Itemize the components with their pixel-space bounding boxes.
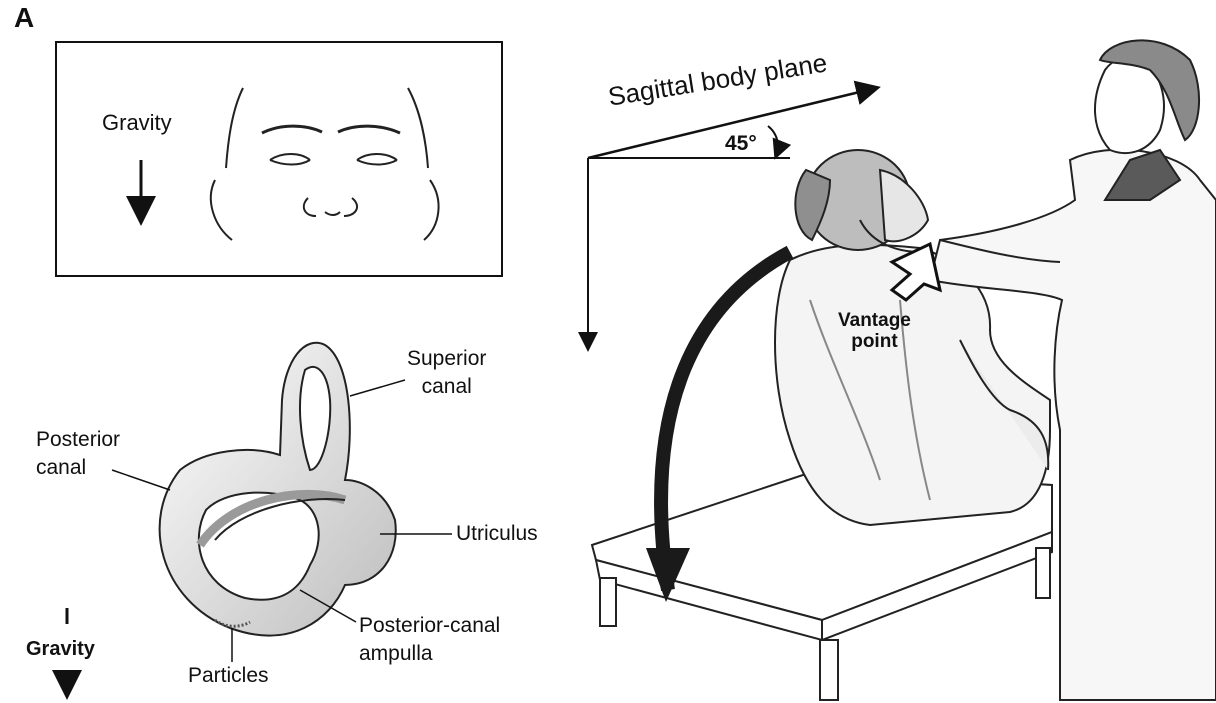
inner-ear — [160, 343, 396, 636]
gravity-label-bottom: Gravity — [26, 638, 95, 661]
posterior-canal-label: Posterior canal — [36, 426, 120, 482]
ampulla-label: Posterior-canal ampulla — [359, 612, 500, 668]
superior-canal-label: Superior canal — [407, 345, 486, 401]
panel-label: A — [14, 2, 34, 34]
face-inset-frame — [56, 42, 502, 276]
angle-label: 45° — [725, 132, 757, 156]
particles-label: Particles — [188, 664, 269, 688]
vantage-point-label: Vantage point — [838, 310, 911, 352]
angle-arc — [768, 126, 778, 156]
vantage-label-line1: Vantage — [838, 310, 911, 331]
superior-canal-line1: Superior — [407, 345, 486, 373]
ampulla-line1: Posterior-canal — [359, 612, 500, 640]
patient-figure — [775, 150, 1050, 525]
posterior-canal-line1: Posterior — [36, 426, 120, 454]
gravity-label-top: Gravity — [102, 110, 172, 136]
posterior-canal-line2: canal — [36, 454, 120, 482]
superior-canal-line2: canal — [407, 373, 486, 401]
utriculus-label: Utriculus — [456, 522, 538, 546]
vantage-label-line2: point — [838, 331, 911, 352]
ampulla-line2: ampulla — [359, 640, 500, 668]
